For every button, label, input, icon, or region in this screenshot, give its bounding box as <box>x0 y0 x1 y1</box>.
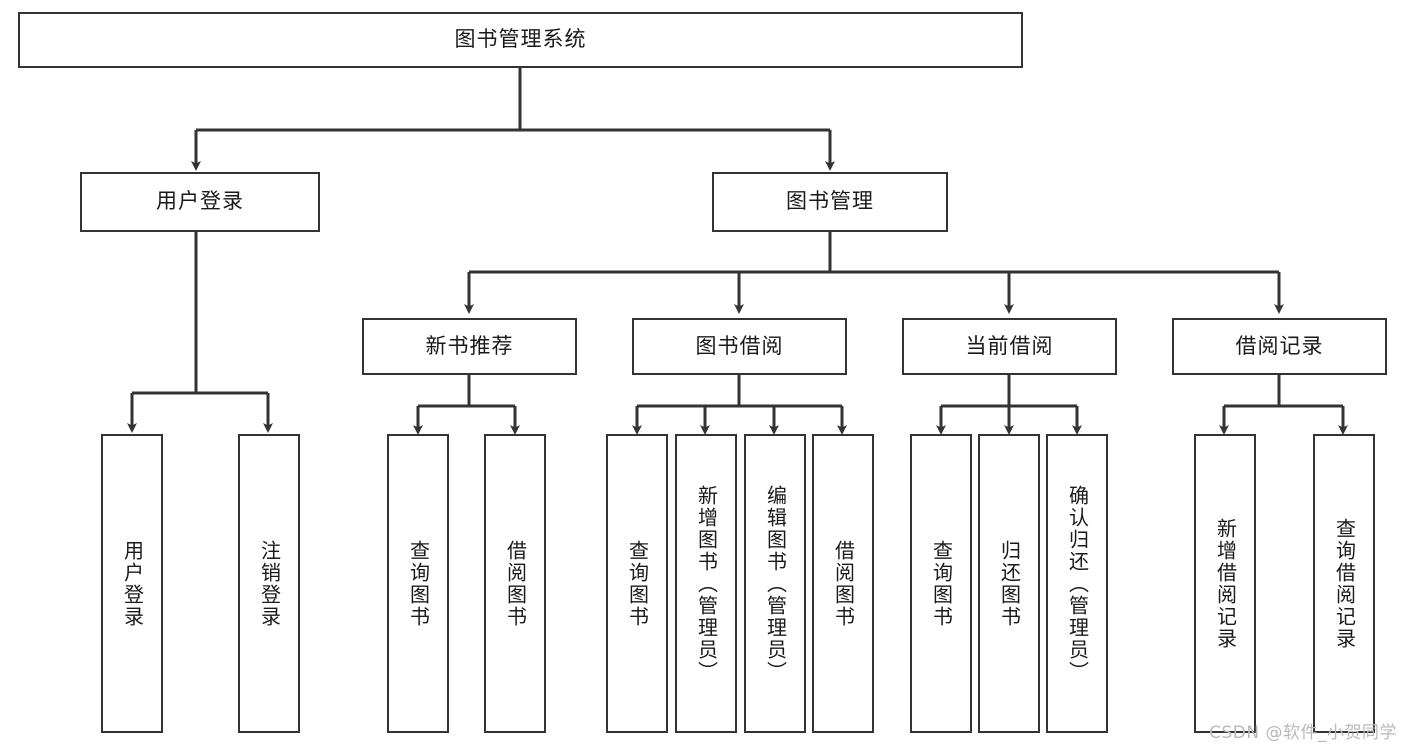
node-label: 查询图书 <box>929 539 954 628</box>
leaf-query-book-recommend[interactable]: 查询图书 <box>387 434 449 733</box>
node-label: 用户登录 <box>156 189 244 214</box>
node-book-management[interactable]: 图书管理 <box>712 172 948 232</box>
leaf-borrow-book-recommend[interactable]: 借阅图书 <box>484 434 546 733</box>
leaf-query-book-current[interactable]: 查询图书 <box>910 434 972 733</box>
leaf-borrow-book[interactable]: 借阅图书 <box>812 434 874 733</box>
node-label: 图书管理系统 <box>454 27 587 52</box>
node-user-login[interactable]: 用户登录 <box>80 172 320 232</box>
leaf-query-borrow-record[interactable]: 查询借阅记录 <box>1313 434 1375 733</box>
node-label: 归还图书 <box>997 539 1022 628</box>
node-root-book-management-system[interactable]: 图书管理系统 <box>18 12 1023 68</box>
node-label: 新书推荐 <box>425 333 514 358</box>
leaf-user-login[interactable]: 用户登录 <box>101 434 163 733</box>
leaf-add-borrow-record[interactable]: 新增借阅记录 <box>1194 434 1256 733</box>
node-label: 借阅记录 <box>1235 333 1324 358</box>
node-label: 图书借阅 <box>695 333 784 358</box>
node-label: 查询图书 <box>406 539 431 628</box>
leaf-add-book-admin[interactable]: 新增图书（管理员） <box>675 434 737 733</box>
watermark: CSDN @软件_小贺同学 <box>1209 723 1397 743</box>
node-label: 借阅图书 <box>503 539 528 628</box>
leaf-user-logout[interactable]: 注销登录 <box>238 434 300 733</box>
leaf-return-book[interactable]: 归还图书 <box>978 434 1040 733</box>
node-current-borrow[interactable]: 当前借阅 <box>902 318 1117 375</box>
node-borrow-record[interactable]: 借阅记录 <box>1172 318 1387 375</box>
node-label: 用户登录 <box>120 539 145 628</box>
node-label: 查询借阅记录 <box>1332 517 1357 650</box>
node-label: 查询图书 <box>625 539 650 628</box>
node-label: 新增借阅记录 <box>1213 517 1238 650</box>
node-label: 图书管理 <box>786 189 874 214</box>
leaf-query-book-borrow[interactable]: 查询图书 <box>606 434 668 733</box>
node-label: 新增图书（管理员） <box>694 484 719 683</box>
node-label: 借阅图书 <box>831 539 856 628</box>
node-label: 编辑图书（管理员） <box>763 484 788 683</box>
node-new-book-recommend[interactable]: 新书推荐 <box>362 318 577 375</box>
leaf-confirm-return-admin[interactable]: 确认归还（管理员） <box>1046 434 1108 733</box>
node-book-borrow[interactable]: 图书借阅 <box>632 318 847 375</box>
leaf-edit-book-admin[interactable]: 编辑图书（管理员） <box>744 434 806 733</box>
node-label: 确认归还（管理员） <box>1065 484 1090 683</box>
node-label: 注销登录 <box>257 539 282 628</box>
node-label: 当前借阅 <box>965 333 1054 358</box>
